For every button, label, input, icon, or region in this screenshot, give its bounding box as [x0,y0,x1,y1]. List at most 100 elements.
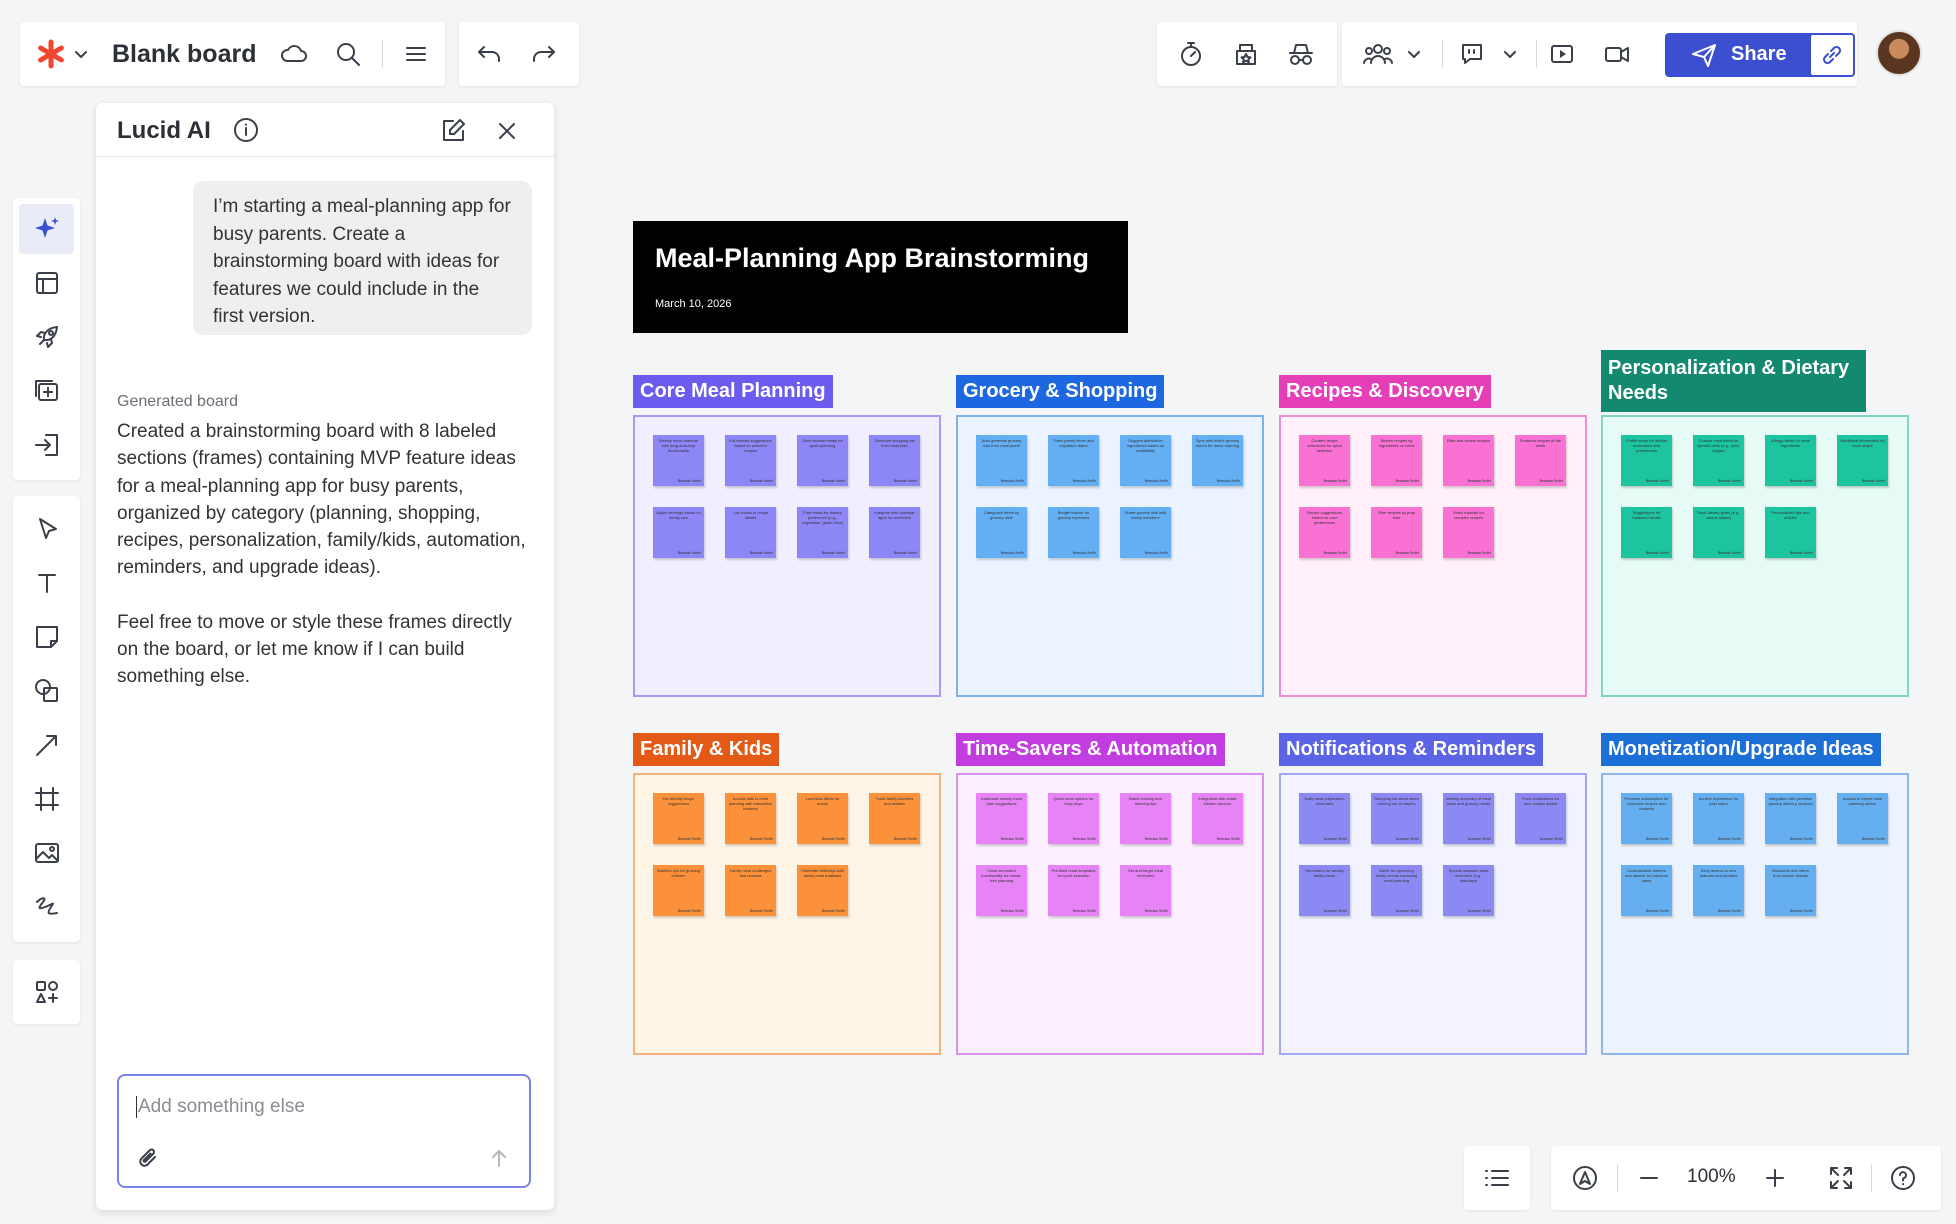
sticky-note[interactable]: Integrate with calendar apps for reminde… [869,507,920,558]
sticky-note-tool[interactable] [19,612,74,662]
redo-button[interactable] [524,36,564,72]
sticky-note[interactable]: Auto-generate grocery lists from meal pl… [976,435,1027,486]
main-menu-button[interactable] [398,36,434,72]
sticky-note[interactable]: Customizable themes and layouts for prem… [1621,865,1672,916]
frame-label[interactable]: Monetization/Upgrade Ideas [1601,733,1881,766]
sticky-note[interactable]: Premium subscription for exclusive recip… [1621,793,1672,844]
sticky-note[interactable]: Discounts and offers from partner brands… [1765,865,1816,916]
frame-label[interactable]: Family & Kids [633,733,780,766]
navigate-button[interactable] [1565,1160,1605,1196]
sticky-note[interactable]: Celebrate birthdays with family meal tra… [797,865,848,916]
text-tool[interactable] [19,558,74,608]
board-title[interactable]: Blank board [112,40,257,68]
collaborators-button[interactable] [1350,36,1434,72]
undo-button[interactable] [469,36,509,72]
sticky-note[interactable]: Integration with premium grocery deliver… [1765,793,1816,844]
sticky-note[interactable]: Special occasion meal reminders (e.g., b… [1443,865,1494,916]
frame-label[interactable]: Time-Savers & Automation [956,733,1225,766]
sticky-note[interactable]: Pre-filled meal templates for quick sele… [1048,865,1099,916]
sticky-note[interactable]: Alerts for upcoming family events impact… [1371,865,1422,916]
frame-tool[interactable] [19,774,74,824]
zoom-in-button[interactable] [1755,1160,1795,1196]
frame-label[interactable]: Notifications & Reminders [1279,733,1544,766]
fullscreen-button[interactable] [1821,1160,1861,1196]
sticky-note[interactable]: Curated recipe collections for quick sel… [1299,435,1350,486]
attach-button[interactable] [133,1142,165,1174]
sticky-note[interactable]: Plan meals for dietary preference (e.g.,… [797,507,848,558]
sticky-note[interactable]: Weekly meal calendar with drag-and-drop … [653,435,704,486]
sticky-note[interactable]: Profile setup for dietary restrictions a… [1621,435,1672,486]
comments-button[interactable] [1448,36,1528,72]
frame-label[interactable]: Grocery & Shopping [956,375,1165,408]
outline-button[interactable] [1477,1160,1517,1196]
line-tool[interactable] [19,720,74,770]
sticky-note[interactable]: Kid-friendly suggestions based on select… [725,435,776,486]
sticky-note[interactable]: Sync with online grocery stores for dire… [1192,435,1243,486]
sticky-note[interactable]: Track dietary goals (e.g., calorie intak… [1693,507,1744,558]
sticky-note[interactable]: Custom meal plans for specific diets (e.… [1693,435,1744,486]
shapes-tool[interactable] [19,666,74,716]
close-panel-button[interactable] [490,114,524,148]
frame-label[interactable]: Recipes & Discovery [1279,375,1491,408]
image-tool[interactable] [19,828,74,878]
timer-button[interactable] [1171,36,1211,72]
add-page-button[interactable] [19,366,74,416]
video-button[interactable] [1597,36,1637,72]
sticky-note[interactable]: Push notifications for new recipes added… [1515,793,1566,844]
share-button[interactable]: Share [1665,33,1855,77]
sticky-note[interactable]: Weekly summary of meal plans and grocery… [1443,793,1494,844]
private-mode-button[interactable] [1281,36,1321,72]
zoom-out-button[interactable] [1629,1160,1669,1196]
search-button[interactable] [330,36,366,72]
sticky-note[interactable]: Recipe suggestions based on user prefere… [1299,507,1350,558]
sticky-note[interactable]: Involve kids in meal planning with inter… [725,793,776,844]
prompt-input[interactable]: Add something else [117,1074,531,1188]
frame-label[interactable]: Core Meal Planning [633,375,833,408]
sticky-note[interactable]: Shopping list alerts when running out of… [1371,793,1422,844]
present-button[interactable] [1542,36,1582,72]
board-title-card[interactable]: Meal-Planning App Brainstorming March 10… [633,221,1128,333]
more-shapes-button[interactable] [19,967,74,1017]
copy-link-button[interactable] [1811,35,1853,75]
sticky-note[interactable]: Suggest alternative ingredients based on… [1120,435,1171,486]
import-button[interactable] [19,420,74,470]
app-menu-button[interactable] [28,34,98,74]
help-button[interactable] [1883,1160,1923,1196]
new-chat-button[interactable] [436,114,470,148]
select-tool[interactable] [19,504,74,554]
send-prompt-button[interactable] [483,1142,515,1174]
templates-button[interactable] [19,258,74,308]
sticky-note[interactable]: Voice command functionality for hands-fr… [976,865,1027,916]
quick-start-button[interactable] [19,312,74,362]
cloud-save-button[interactable] [276,36,312,72]
